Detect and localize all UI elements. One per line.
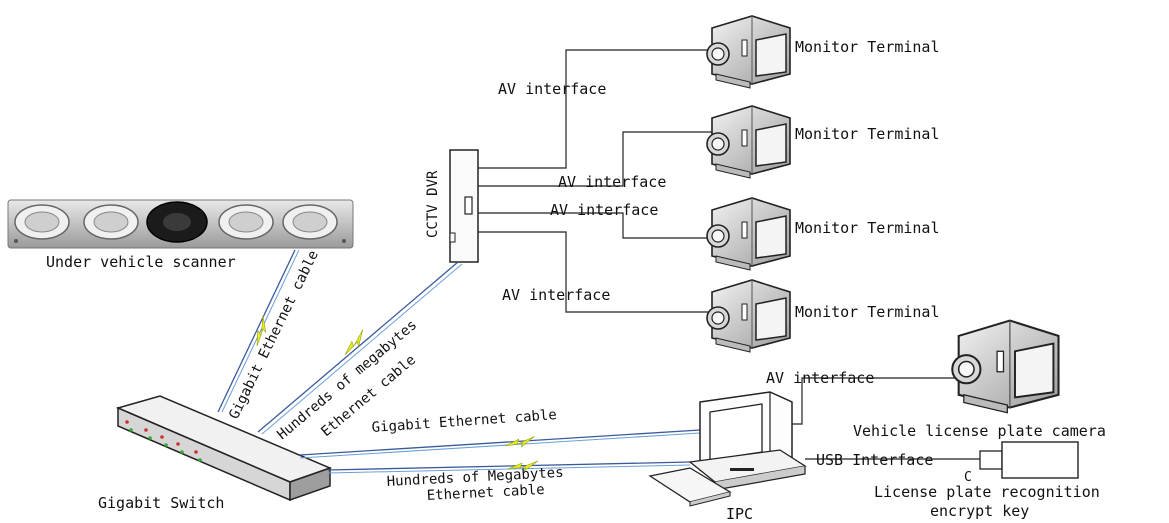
under-vehicle-scanner xyxy=(7,199,354,249)
av-interface-label-4: AV interface xyxy=(502,286,610,304)
monitor-label-1: Monitor Terminal xyxy=(795,38,940,56)
dvr-label: CCTV DVR xyxy=(425,170,441,238)
usb-interface-label: USB Interface xyxy=(816,451,933,469)
monitor-terminal-2 xyxy=(706,105,791,179)
ipc-computer xyxy=(648,391,807,507)
camera-av-interface-label: AV interface xyxy=(766,369,874,387)
ipc-gigabit-cable-label: Gigabit Ethernet cable xyxy=(371,407,557,436)
encrypt-key-dongle xyxy=(979,441,1079,479)
av-interface-label-2: AV interface xyxy=(558,173,666,191)
switch-label: Gigabit Switch xyxy=(98,494,224,512)
monitor-label-2: Monitor Terminal xyxy=(795,125,940,143)
cctv-dvr xyxy=(449,149,479,263)
lightning-icon xyxy=(339,329,370,357)
gigabit-switch xyxy=(115,395,333,502)
camera-wire xyxy=(792,377,958,425)
av-wiring xyxy=(478,49,712,313)
scanner-label: Under vehicle scanner xyxy=(46,253,236,271)
vehicle-license-plate-camera xyxy=(951,319,1060,414)
key-small-label: C xyxy=(964,470,972,485)
av-interface-label-1: AV interface xyxy=(498,80,606,98)
ipc-hundreds-cable-label-line2: Ethernet cable xyxy=(426,482,545,504)
plate-camera-label: Vehicle license plate camera xyxy=(853,422,1106,440)
encrypt-key-label-line2: encrypt key xyxy=(930,502,1029,520)
monitor-terminal-3 xyxy=(706,197,791,271)
monitor-terminal-4 xyxy=(706,279,791,353)
ipc-label: IPC xyxy=(726,505,753,523)
monitor-label-4: Monitor Terminal xyxy=(795,303,940,321)
monitor-label-3: Monitor Terminal xyxy=(795,219,940,237)
encrypt-key-label-line1: License plate recognition xyxy=(874,483,1100,501)
av-interface-label-3: AV interface xyxy=(550,201,658,219)
monitor-terminal-1 xyxy=(706,15,791,89)
